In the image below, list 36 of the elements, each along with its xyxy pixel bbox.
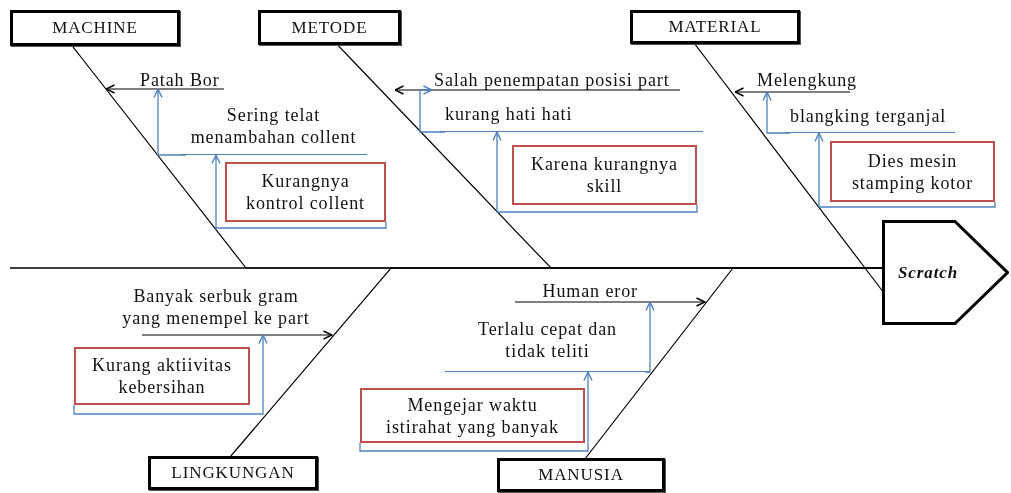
- arrow: [141, 330, 333, 340]
- root-cause-box: Kurangnya kontrol collent: [225, 162, 386, 222]
- arrow: [105, 84, 225, 94]
- cause-text: Human eror: [505, 280, 680, 302]
- arrow: [814, 132, 996, 208]
- cause-text: Salah penempatan posisi part: [432, 69, 687, 90]
- arrow: [153, 88, 187, 156]
- arrow: [359, 371, 593, 452]
- arrow: [419, 85, 446, 133]
- root-cause-box: Kurang aktiivitas kebersihan: [74, 347, 250, 405]
- cause-text: kurang hati hati: [440, 103, 703, 132]
- category-box: LINGKUNGAN: [148, 456, 318, 490]
- cause-text: Terlalu cepat dan tidak teliti: [445, 318, 650, 372]
- cause-text: Sering telat menambahan collent: [180, 104, 367, 155]
- arrow: [514, 297, 706, 307]
- cause-text: Banyak serbuk gram yang menempel ke part: [112, 285, 320, 335]
- root-cause-box: Mengejar waktu istirahat yang banyak: [360, 388, 585, 443]
- arrow: [394, 85, 681, 95]
- effect-pentagon: [882, 220, 1009, 325]
- cause-text: Patah Bor: [138, 69, 240, 89]
- root-cause-box: Dies mesin stamping kotor: [830, 141, 995, 202]
- effect-label: Scratch: [898, 261, 959, 284]
- cause-text: Melengkung: [757, 69, 861, 92]
- arrow: [211, 154, 387, 229]
- cause-text: blangking terganjal: [785, 105, 955, 133]
- arrow: [644, 301, 655, 373]
- category-box: MACHINE: [10, 10, 180, 46]
- arrow: [492, 131, 698, 213]
- category-box: METODE: [258, 10, 401, 45]
- arrow: [734, 87, 851, 97]
- root-cause-box: Karena kurangnya skill: [512, 145, 697, 205]
- category-box: MATERIAL: [630, 10, 800, 44]
- bone-line: [694, 43, 883, 292]
- category-box: MANUSIA: [497, 458, 665, 492]
- arrow: [762, 91, 791, 134]
- arrow: [73, 334, 268, 415]
